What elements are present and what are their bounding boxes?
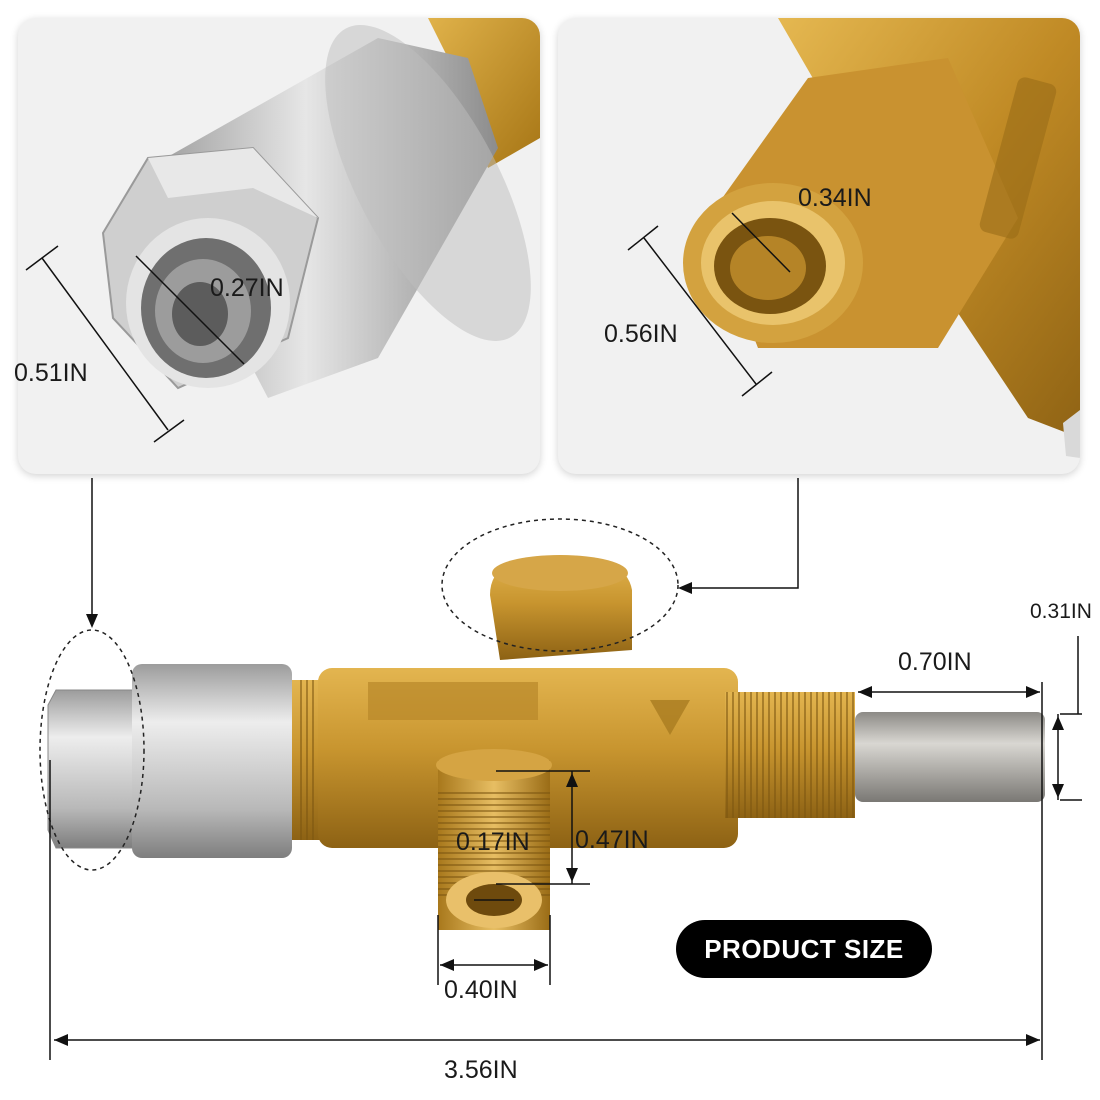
nut-outer-dimension-line: [41, 257, 169, 431]
port-outer-width-label: 0.56IN: [604, 320, 678, 348]
port-inner-diameter-label: 0.34IN: [798, 184, 872, 212]
inlet-inner-diameter-label: 0.17IN: [456, 828, 530, 856]
nut-detail-panel: [18, 18, 540, 474]
inlet-length-label: 0.47IN: [575, 826, 649, 854]
port-callout-arrow: [688, 478, 799, 589]
nut-inner-diameter-label: 0.27IN: [210, 274, 284, 302]
port-inner-dimension-line: [731, 212, 791, 273]
nut-inner-dimension-line: [135, 255, 245, 365]
inlet-outer-diameter-label: 0.40IN: [444, 976, 518, 1004]
port-outer-dimension-line: [643, 237, 757, 385]
stem-length-label: 0.70IN: [898, 648, 972, 676]
port-detail-panel: [558, 18, 1080, 474]
port-callout-ellipse: [441, 518, 679, 652]
hex-nut-closeup-image: [25, 18, 540, 443]
nut-callout-ellipse: [39, 629, 145, 871]
total-length-label: 3.56IN: [444, 1056, 518, 1084]
stem-diameter-label: 0.31IN: [1030, 600, 1092, 623]
brass-port-closeup-image: [627, 18, 1080, 458]
nut-outer-width-label: 0.51IN: [14, 359, 88, 387]
product-size-badge: PRODUCT SIZE: [676, 920, 932, 978]
